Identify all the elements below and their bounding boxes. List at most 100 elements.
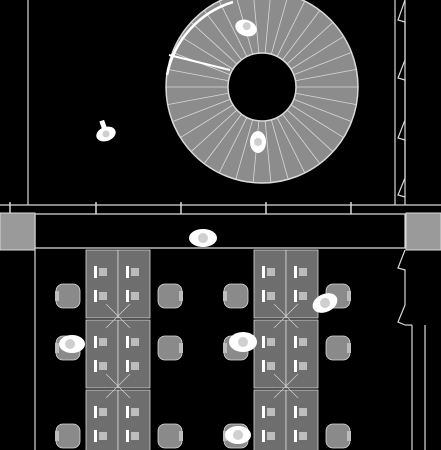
keyboard bbox=[299, 408, 307, 416]
monitor bbox=[94, 290, 97, 302]
monitor bbox=[94, 266, 97, 278]
stair-tread bbox=[180, 104, 234, 138]
monitor bbox=[262, 360, 265, 372]
keyboard bbox=[267, 338, 275, 346]
keyboard bbox=[131, 432, 139, 440]
stair-tread bbox=[293, 51, 352, 76]
monitor bbox=[262, 406, 265, 418]
workstations bbox=[85, 249, 319, 450]
stair-tread bbox=[293, 98, 352, 123]
keyboard bbox=[99, 292, 107, 300]
stair-tread bbox=[276, 0, 306, 57]
stair-tread bbox=[270, 119, 289, 180]
monitor bbox=[94, 336, 97, 348]
column-left bbox=[0, 212, 36, 251]
person-walking-left bbox=[96, 119, 116, 142]
stair-tread bbox=[295, 68, 357, 82]
monitor bbox=[262, 266, 265, 278]
desk bbox=[285, 319, 319, 389]
monitor bbox=[262, 336, 265, 348]
desk bbox=[85, 319, 119, 389]
stair-tread bbox=[203, 113, 242, 164]
monitor bbox=[262, 290, 265, 302]
stair-tread bbox=[270, 0, 288, 55]
keyboard bbox=[99, 338, 107, 346]
stair-tread bbox=[295, 92, 357, 106]
person-at-right-desk-middle bbox=[229, 332, 257, 352]
keyboard bbox=[131, 292, 139, 300]
keyboard bbox=[299, 362, 307, 370]
stair-tread bbox=[253, 0, 260, 54]
chair bbox=[157, 335, 183, 361]
stair-tread bbox=[286, 109, 334, 152]
monitor bbox=[94, 430, 97, 442]
monitor bbox=[294, 290, 297, 302]
keyboard bbox=[131, 338, 139, 346]
monitor bbox=[294, 336, 297, 348]
stair-tread bbox=[218, 0, 248, 57]
desk bbox=[285, 249, 319, 319]
keyboard bbox=[99, 362, 107, 370]
workstation-group-right bbox=[253, 249, 319, 450]
chair bbox=[157, 283, 183, 309]
desk bbox=[253, 389, 287, 450]
chair bbox=[157, 423, 183, 449]
desk bbox=[253, 319, 287, 389]
monitor bbox=[94, 406, 97, 418]
person-on-stair-top bbox=[235, 19, 257, 37]
keyboard bbox=[99, 268, 107, 276]
desk bbox=[85, 249, 119, 319]
stair-tread bbox=[282, 113, 321, 164]
stair-tread bbox=[172, 98, 231, 123]
wall-ticks bbox=[9, 202, 352, 214]
keyboard bbox=[299, 338, 307, 346]
desk bbox=[85, 389, 119, 450]
monitor bbox=[126, 290, 129, 302]
spiral-stair bbox=[165, 0, 359, 184]
person-at-left-desk bbox=[59, 335, 85, 353]
stair-tread bbox=[276, 117, 306, 174]
person-at-right-desk-bottom bbox=[225, 426, 251, 444]
stair-tread bbox=[167, 92, 229, 106]
workstation-group-left bbox=[85, 249, 151, 450]
monitor bbox=[294, 360, 297, 372]
monitor bbox=[94, 360, 97, 372]
monitor bbox=[126, 406, 129, 418]
keyboard bbox=[299, 268, 307, 276]
keyboard bbox=[131, 362, 139, 370]
keyboard bbox=[267, 362, 275, 370]
keyboard bbox=[267, 268, 275, 276]
desk bbox=[117, 249, 151, 319]
keyboard bbox=[299, 432, 307, 440]
chair bbox=[325, 335, 351, 361]
stair-tread bbox=[290, 36, 344, 70]
monitor bbox=[126, 360, 129, 372]
stair-tread bbox=[282, 10, 321, 61]
stair-tread bbox=[203, 10, 242, 61]
monitor bbox=[294, 430, 297, 442]
keyboard bbox=[99, 408, 107, 416]
monitor bbox=[294, 406, 297, 418]
keyboard bbox=[267, 408, 275, 416]
chair bbox=[325, 423, 351, 449]
keyboard bbox=[267, 432, 275, 440]
monitor bbox=[262, 430, 265, 442]
column-right bbox=[405, 212, 441, 251]
desk bbox=[117, 389, 151, 450]
monitor bbox=[126, 266, 129, 278]
desk bbox=[253, 249, 287, 319]
person-at-right-desk-top bbox=[312, 293, 338, 313]
stair-tread bbox=[190, 109, 238, 152]
stair-tread bbox=[167, 68, 229, 82]
desk bbox=[285, 389, 319, 450]
keyboard bbox=[299, 292, 307, 300]
stair-tread bbox=[286, 22, 334, 65]
monitor bbox=[126, 430, 129, 442]
stair-tread bbox=[180, 36, 234, 70]
person-on-stair-bottom bbox=[250, 131, 266, 153]
keyboard bbox=[99, 432, 107, 440]
stair-tread bbox=[235, 119, 254, 180]
